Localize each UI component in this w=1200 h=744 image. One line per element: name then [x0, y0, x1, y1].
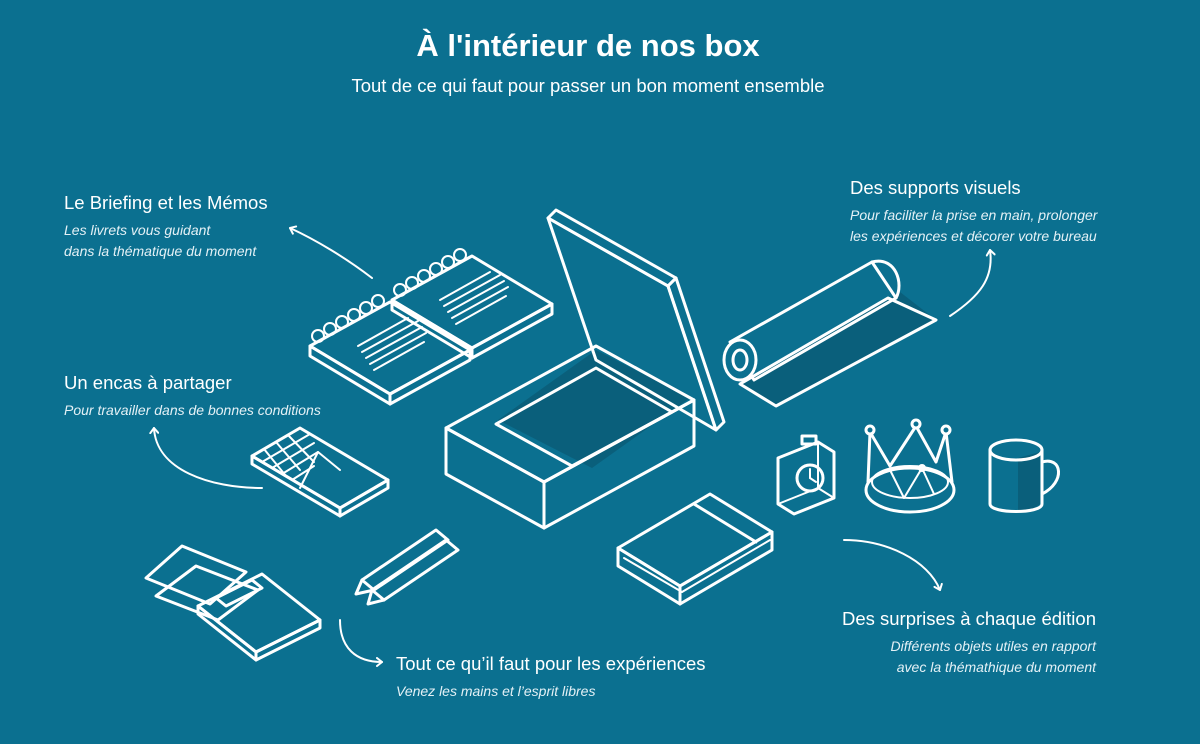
callout-supports: Des supports visuels Pour faciliter la p… — [850, 177, 1097, 247]
mug-icon — [988, 438, 1060, 513]
notepad-icon — [308, 294, 472, 406]
page-subtitle: Tout de ce qui faut pour passer un bon m… — [351, 75, 825, 96]
stopwatch-icon — [776, 434, 836, 516]
callout-surprises: Des surprises à chaque édition Différent… — [776, 608, 1096, 678]
callout-description-line: Les livrets vous guidant — [64, 222, 211, 238]
box-icon — [444, 208, 726, 530]
callout-description-line: Pour travailler dans de bonnes condition… — [64, 402, 321, 418]
notebook-icon — [616, 492, 774, 606]
page-title: À l'intérieur de nos box — [416, 28, 760, 63]
notepad-icon — [390, 248, 554, 360]
callout-heading: Des surprises à chaque édition — [841, 608, 1096, 629]
callout-description-line: les expériences et décorer votre bureau — [850, 228, 1097, 244]
callout-encas: Un encas à partager Pour travailler dans… — [64, 372, 321, 421]
callout-description-line: avec la thémathique du moment — [896, 659, 1096, 675]
callout-experiences: Tout ce qu’il faut pour les expériences … — [396, 653, 706, 702]
arrow-icon — [149, 225, 996, 667]
callout-description-line: dans la thématique du moment — [64, 243, 257, 259]
callout-heading: Un encas à partager — [64, 372, 232, 393]
callout-heading: Tout ce qu’il faut pour les expériences — [396, 653, 706, 674]
cards-icon — [144, 544, 322, 662]
chocolate-bar-icon — [250, 426, 390, 518]
callout-briefing: Le Briefing et les Mémos Les livrets vou… — [64, 192, 268, 262]
callout-description-line: Pour faciliter la prise en main, prolong… — [850, 207, 1098, 223]
crown-icon — [864, 418, 956, 514]
pencils-icon — [354, 528, 460, 606]
callout-heading: Le Briefing et les Mémos — [64, 192, 268, 213]
poster-roll-icon — [722, 259, 938, 408]
callout-heading: Des supports visuels — [850, 177, 1021, 198]
callout-description-line: Différents objets utiles en rapport — [890, 638, 1096, 654]
callout-description-line: Venez les mains et l’esprit libres — [396, 683, 596, 699]
